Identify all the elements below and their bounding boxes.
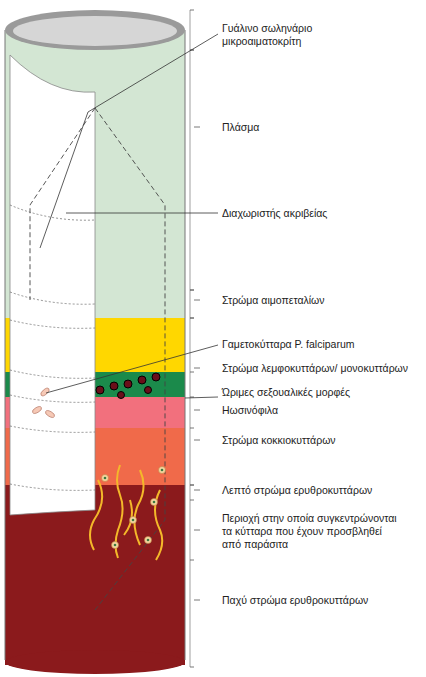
layer-label: Περιοχή στην οποία συγκεντρώνονται τα κύ… — [222, 512, 402, 551]
layer-label: Γαμετοκύτταρα P. falciparum — [222, 338, 417, 351]
plasma-column — [5, 30, 185, 665]
tube-opening — [13, 16, 177, 46]
parasites — [90, 465, 162, 560]
scale-line — [190, 10, 191, 667]
cell-nuclei — [104, 469, 164, 547]
cutaway — [10, 55, 95, 515]
layer-label: Ηωσινόφιλα — [222, 404, 412, 417]
layer-label: Στρώμα λεμφοκυττάρων/ μονοκυττάρων — [222, 362, 422, 375]
layer-label: Στρώμα αιμοπεταλίων — [222, 294, 412, 307]
section-lines — [10, 205, 95, 490]
sexual-forms — [96, 373, 160, 399]
tube-outline — [5, 30, 6, 660]
tube-rim — [5, 10, 185, 50]
layer-label: Ώριμες σεξουαλικές μορφές — [222, 386, 417, 399]
infected-cells — [102, 467, 166, 549]
braces — [190, 10, 200, 667]
layer-label: Λεπτό στρώμα ερυθροκυττάρων — [222, 484, 417, 497]
tube-outline — [185, 30, 186, 660]
layer-label: Στρώμα κοκκιοκυττάρων — [222, 434, 412, 447]
layer-label: Παχύ στρώμα ερυθροκυττάρων — [222, 594, 417, 607]
layer-label: Γυάλινο σωληνάριο μικροαιματοκρίτη — [222, 22, 332, 48]
layer-label: Διαχωριστής ακριβείας — [222, 207, 412, 220]
precision-separator — [30, 108, 165, 610]
layer-label: Πλάσμα — [222, 121, 412, 134]
tube-bottom — [5, 650, 185, 674]
leader-lines — [40, 34, 218, 398]
